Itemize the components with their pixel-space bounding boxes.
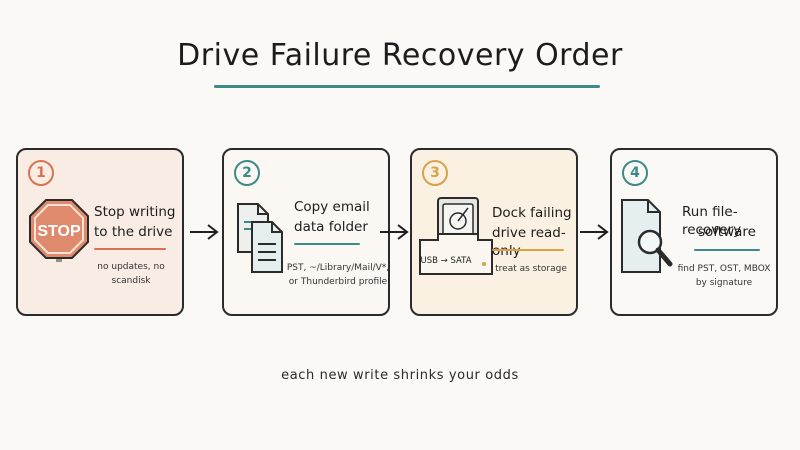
stop-sign-label: STOP xyxy=(37,223,81,240)
step-number-4: 4 xyxy=(622,160,648,186)
title-underline xyxy=(214,85,600,88)
magnifier-document-icon xyxy=(621,199,673,273)
step-underline-2 xyxy=(294,243,360,245)
step-heading-1-line1: Stop writing xyxy=(94,204,176,220)
step-heading-2-line1: Copy email xyxy=(294,199,370,215)
step-note-4-line1: find PST, OST, MBOX xyxy=(677,264,771,274)
page-title: Drive Failure Recovery Order xyxy=(177,38,623,73)
step-heading-3-line1: Dock failing xyxy=(492,205,572,221)
step-number-3: 3 xyxy=(422,160,448,186)
stop-sign-icon: STOP xyxy=(29,199,89,262)
step-heading-3-line2: drive read-only xyxy=(492,225,566,259)
step-heading-4-line2: software xyxy=(698,224,756,240)
step-underline-1 xyxy=(94,248,166,250)
step-note-3: treat as storage xyxy=(495,264,567,274)
step-note-2-line1: PST, ~/Library/Mail/V*, xyxy=(286,263,390,273)
arrow-3-to-4 xyxy=(580,224,609,240)
step-card-1: 1 STOP Stop writing to the drive no upda… xyxy=(16,148,184,316)
step-card-4: 4 Run file-recovery software find PST, O… xyxy=(610,148,778,316)
copy-documents-icon xyxy=(237,203,283,273)
step-note-4-line2: by signature xyxy=(695,278,753,288)
arrow-1-to-2 xyxy=(190,224,219,240)
step-note-2-line2: or Thunderbird profile xyxy=(288,277,388,287)
step-card-3: 3 USB → SATA Dock failing drive read-onl… xyxy=(410,148,578,316)
step-heading-1-line2: to the drive xyxy=(94,224,173,240)
step-heading-4-line1: Run file-recovery xyxy=(682,204,742,238)
step-underline-4 xyxy=(694,249,760,251)
drive-dock-icon: USB → SATA xyxy=(419,197,493,275)
step-note-1: no updates, no scandisk xyxy=(97,262,165,286)
footer-caption: each new write shrinks your odds xyxy=(281,368,519,383)
step-card-2: 2 Copy email data folder PST, ~/Library/… xyxy=(222,148,390,316)
arrow-2-to-3 xyxy=(380,224,409,240)
step-number-1: 1 xyxy=(28,160,54,186)
step-number-2: 2 xyxy=(234,160,260,186)
dock-port-label: USB → SATA xyxy=(420,256,471,266)
step-heading-2-line2: data folder xyxy=(294,219,368,235)
step-underline-3 xyxy=(492,249,564,251)
